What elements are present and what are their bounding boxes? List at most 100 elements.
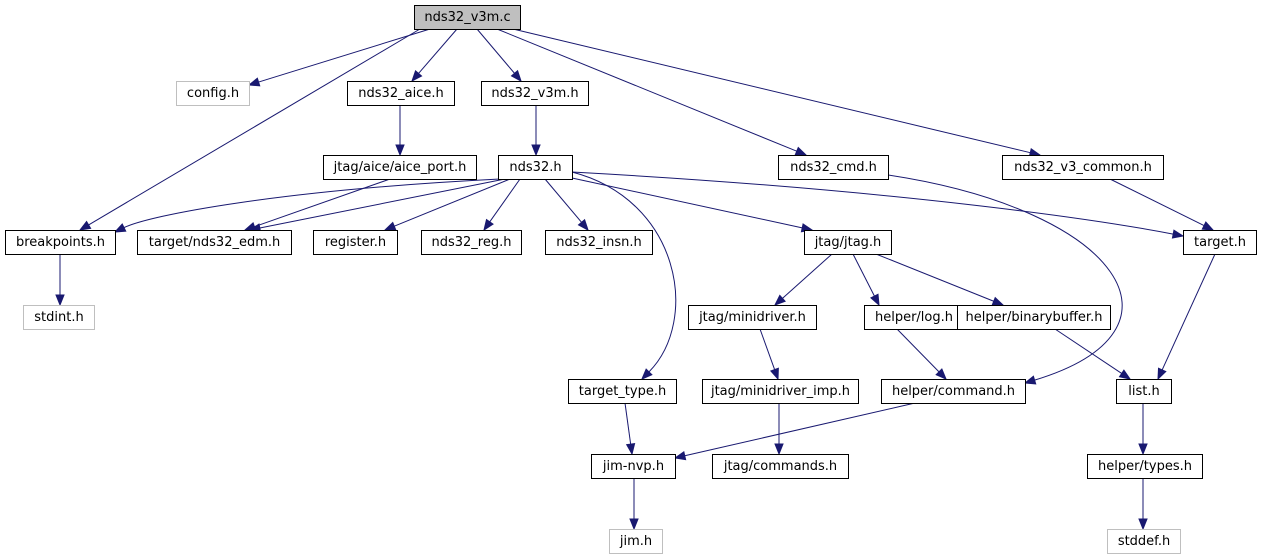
- node-label: target/nds32_edm.h: [149, 235, 281, 250]
- node-nds32-v3m-c[interactable]: nds32_v3m.c: [414, 5, 521, 30]
- node-nds32-edm-h[interactable]: target/nds32_edm.h: [137, 230, 292, 255]
- edge-jtag_h-to-binarybuffer_h: [875, 253, 1005, 306]
- node-label: helper/command.h: [892, 384, 1015, 399]
- edge-nds32_h-to-target_h: [571, 171, 1185, 239]
- node-label: breakpoints.h: [16, 235, 105, 250]
- node-breakpoints-h[interactable]: breakpoints.h: [5, 230, 116, 255]
- node-nds32-cmd-h[interactable]: nds32_cmd.h: [778, 155, 889, 180]
- node-jim-nvp-h[interactable]: jim-nvp.h: [591, 454, 676, 479]
- edge-arrowhead: [577, 218, 589, 232]
- node-label: nds32_aice.h: [358, 86, 443, 101]
- node-register-h[interactable]: register.h: [313, 230, 398, 255]
- node-box: [323, 155, 477, 180]
- edge-target_type_h-to-jim_nvp_h: [624, 402, 636, 456]
- edge-line: [624, 402, 632, 445]
- edge-arrowhead: [247, 77, 261, 87]
- edge-line: [254, 178, 391, 228]
- node-box: [957, 305, 1111, 330]
- node-target-type-h[interactable]: target_type.h: [568, 379, 677, 404]
- node-box: [481, 81, 589, 106]
- node-box: [421, 230, 522, 255]
- node-box: [1107, 529, 1181, 554]
- edge-arrowhead: [1138, 518, 1148, 531]
- edge-arrowhead: [870, 293, 880, 307]
- node-nds32-aice-h[interactable]: nds32_aice.h: [347, 81, 455, 106]
- node-box: [347, 81, 455, 106]
- edge-line: [496, 28, 797, 152]
- edge-jtag_h-to-log_h: [852, 253, 880, 307]
- node-label: helper/binarybuffer.h: [966, 310, 1103, 325]
- edge-arrowhead: [774, 443, 784, 456]
- edge-nds32_v3m_c-to-config_h: [247, 28, 431, 87]
- edge-log_h-to-command_h: [896, 328, 947, 380]
- node-nds32-insn-h[interactable]: nds32_insn.h: [545, 230, 653, 255]
- node-nds32-reg-h[interactable]: nds32_reg.h: [421, 230, 522, 255]
- edge-arrowhead: [1201, 221, 1215, 231]
- edge-line: [852, 253, 875, 297]
- node-label: jtag/minidriver_imp.h: [710, 384, 850, 399]
- node-label: stdint.h: [34, 310, 83, 325]
- node-nds32-v3-common-h[interactable]: nds32_v3_common.h: [1002, 155, 1164, 180]
- node-command-h[interactable]: helper/command.h: [881, 379, 1026, 404]
- edge-line: [489, 178, 521, 223]
- node-box: [5, 230, 116, 255]
- edge-arrowhead: [1118, 369, 1132, 380]
- edge-line: [418, 28, 458, 74]
- node-label: nds32_reg.h: [432, 235, 512, 250]
- edge-arrowhead: [673, 451, 687, 461]
- edge-line: [759, 328, 776, 370]
- node-box: [176, 81, 250, 106]
- edge-line: [684, 402, 916, 457]
- node-box: [1116, 379, 1172, 404]
- node-minidriver-h[interactable]: jtag/minidriver.h: [688, 305, 817, 330]
- node-box: [712, 454, 849, 479]
- edge-nds32_h-to-register_h: [383, 178, 511, 231]
- node-label: target_type.h: [579, 384, 666, 399]
- node-log-h[interactable]: helper/log.h: [864, 305, 964, 330]
- edge-minidriver_imp_h-to-commands_h: [774, 403, 784, 456]
- edge-nds32_h-to-target_type_h: [571, 171, 677, 380]
- node-label: nds32_insn.h: [556, 235, 642, 250]
- edge-nds32_aice_h-to-aice_port_h: [395, 105, 405, 157]
- edge-arrowhead: [769, 367, 779, 381]
- node-box: [702, 379, 859, 404]
- edge-arrowhead: [773, 294, 786, 306]
- node-box: [23, 305, 95, 330]
- node-stdint-h: stdint.h: [23, 305, 95, 330]
- edge-nds32_h-to-nds32_insn_h: [544, 178, 589, 232]
- edge-nds32_v3m_c-to-nds32_cmd_h: [496, 28, 808, 156]
- node-box: [591, 454, 676, 479]
- node-label: jtag/minidriver.h: [698, 310, 806, 325]
- node-target-h[interactable]: target.h: [1183, 230, 1257, 255]
- node-minidriver-imp-h[interactable]: jtag/minidriver_imp.h: [702, 379, 859, 404]
- node-nds32-h[interactable]: nds32.h: [498, 155, 573, 180]
- node-label: helper/types.h: [1098, 459, 1192, 474]
- edges-layer: [55, 28, 1216, 531]
- node-label: config.h: [187, 86, 239, 101]
- edge-line: [782, 253, 833, 299]
- node-types-h[interactable]: helper/types.h: [1087, 454, 1203, 479]
- node-list-h[interactable]: list.h: [1116, 379, 1172, 404]
- node-nds32-v3m-h[interactable]: nds32_v3m.h: [481, 81, 589, 106]
- edge-arrowhead: [1171, 229, 1185, 239]
- node-commands-h[interactable]: jtag/commands.h: [712, 454, 849, 479]
- node-box: [498, 155, 573, 180]
- node-label: nds32_v3m.c: [424, 10, 510, 25]
- node-label: target.h: [1194, 235, 1246, 250]
- edge-arrowhead: [935, 368, 947, 380]
- node-box: [137, 230, 292, 255]
- edge-arrowhead: [625, 442, 636, 456]
- edge-binarybuffer_h-to-list_h: [1054, 328, 1132, 380]
- node-jtag-h[interactable]: jtag/jtag.h: [804, 230, 892, 255]
- node-binarybuffer-h[interactable]: helper/binarybuffer.h: [957, 305, 1111, 330]
- edge-arrowhead: [531, 144, 541, 157]
- edge-line: [571, 171, 677, 373]
- edge-command_h-to-jim_nvp_h: [673, 402, 916, 461]
- edge-line: [571, 177, 803, 229]
- edge-arrowhead: [510, 69, 522, 83]
- nodes-layer: nds32_v3m.c config.h nds32_aice.h nds32_v3m…: [5, 5, 1257, 554]
- node-box: [778, 155, 889, 180]
- node-aice-port-h[interactable]: jtag/aice/aice_port.h: [323, 155, 477, 180]
- node-label: jim.h: [619, 534, 652, 549]
- node-box: [1087, 454, 1203, 479]
